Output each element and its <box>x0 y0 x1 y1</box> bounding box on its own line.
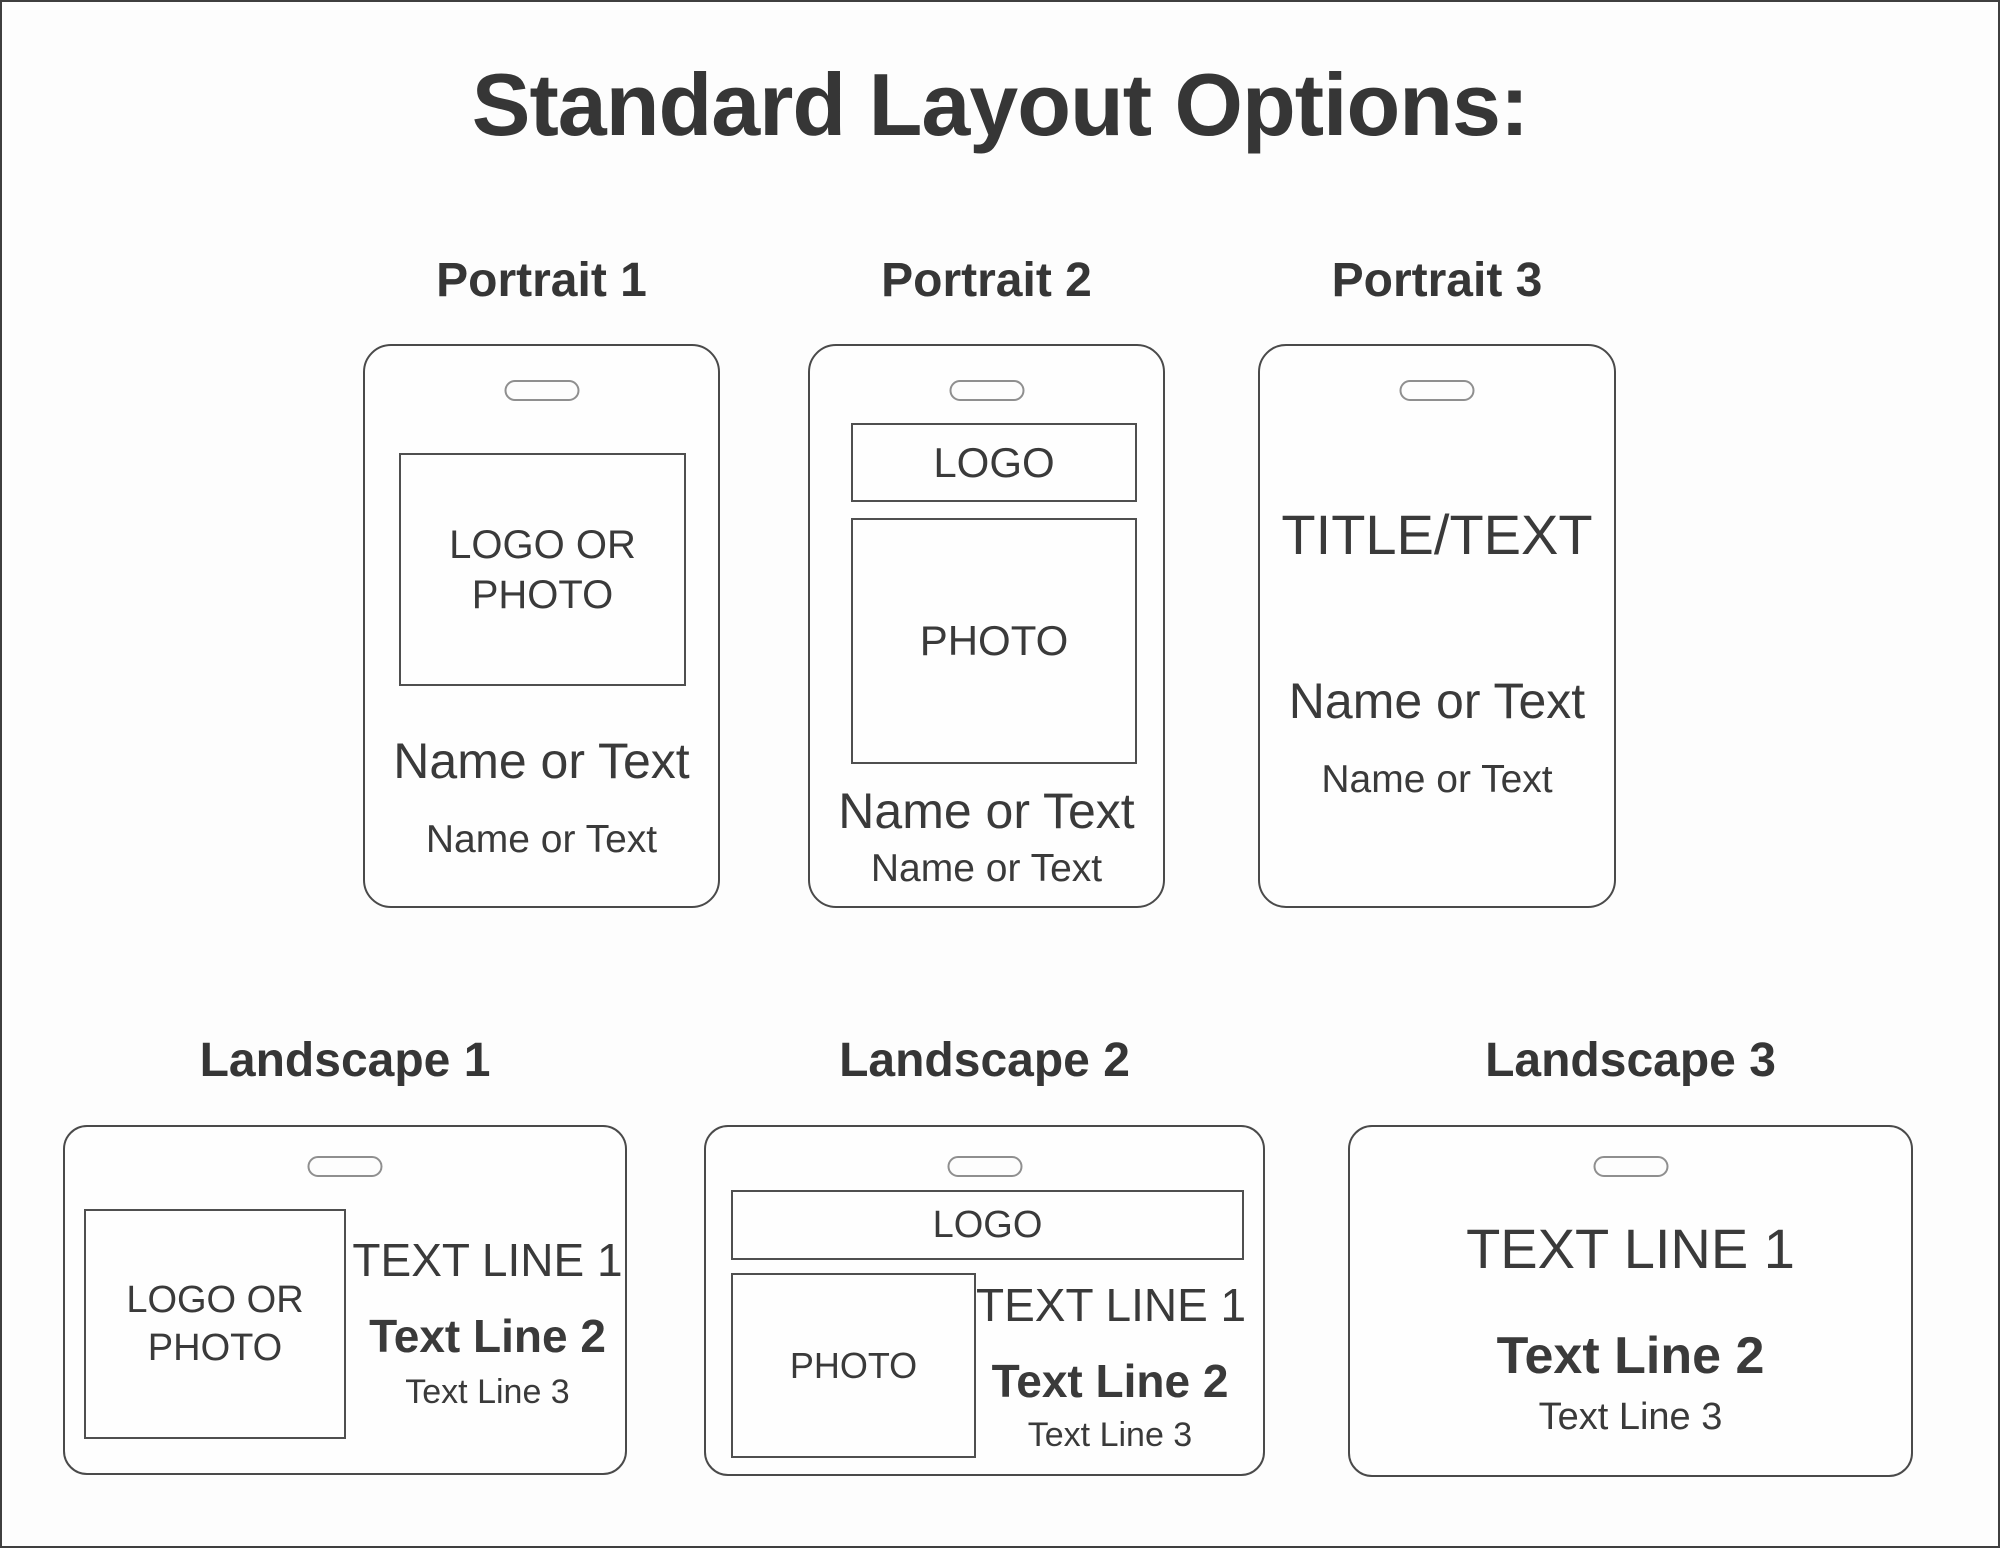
landscape-1-title: Landscape 1 <box>199 1034 491 1087</box>
text-line-3: Text Line 3 <box>1027 1416 1193 1454</box>
placeholder-label: PHOTO <box>147 1327 283 1369</box>
landscape-1-card: LOGO OR PHOTO TEXT LINE 1 Text Line 2 Te… <box>63 1125 627 1475</box>
text-line-2: Text Line 2 <box>1496 1327 1765 1385</box>
placeholder-label: LOGO <box>932 1203 1043 1246</box>
photo-placeholder: PHOTO <box>731 1273 976 1458</box>
text-line-1: TEXT LINE 1 <box>352 1234 623 1286</box>
landscape-3-card: TEXT LINE 1 Text Line 2 Text Line 3 <box>1348 1125 1913 1477</box>
badge-slot-hole <box>947 1156 1022 1177</box>
page-title: Standard Layout Options: <box>471 55 1529 154</box>
photo-placeholder: PHOTO <box>851 518 1137 764</box>
text-line-1: TEXT LINE 1 <box>976 1279 1247 1331</box>
placeholder-label: PHOTO <box>471 572 614 617</box>
badge-slot-hole <box>504 380 579 401</box>
name-text-small: Name or Text <box>425 818 658 861</box>
portrait-1-card: LOGO OR PHOTO Name or Text Name or Text <box>363 344 720 908</box>
portrait-3-title: Portrait 3 <box>1331 254 1543 307</box>
placeholder-label: PHOTO <box>919 617 1069 664</box>
name-text-large: Name or Text <box>838 783 1135 839</box>
name-text-small: Name or Text <box>1321 758 1553 801</box>
logo-placeholder: LOGO <box>851 423 1137 502</box>
badge-slot-hole <box>1399 380 1475 401</box>
text-line-3: Text Line 3 <box>405 1373 570 1411</box>
portrait-2-card: LOGO PHOTO Name or Text Name or Text <box>808 344 1165 908</box>
placeholder-label: LOGO <box>933 438 1055 486</box>
portrait-1-title: Portrait 1 <box>436 254 647 307</box>
name-text-large: Name or Text <box>393 733 690 789</box>
placeholder-label: LOGO OR <box>449 522 636 567</box>
logo-placeholder: LOGO <box>731 1190 1244 1260</box>
title-text-placeholder: TITLE/TEXT <box>1281 503 1593 566</box>
logo-or-photo-placeholder: LOGO OR PHOTO <box>84 1209 346 1439</box>
text-line-2: Text Line 2 <box>991 1355 1229 1407</box>
landscape-3-title: Landscape 3 <box>1485 1034 1776 1087</box>
portrait-3-card: TITLE/TEXT Name or Text Name or Text <box>1258 344 1616 908</box>
text-line-3: Text Line 3 <box>1538 1396 1723 1438</box>
portrait-2-title: Portrait 2 <box>881 254 1092 307</box>
badge-slot-hole <box>1593 1156 1668 1177</box>
text-line-2: Text Line 2 <box>369 1310 606 1362</box>
text-line-1: TEXT LINE 1 <box>1466 1217 1795 1280</box>
logo-or-photo-placeholder: LOGO OR PHOTO <box>399 453 686 686</box>
placeholder-label: LOGO OR <box>126 1279 304 1321</box>
placeholder-label: PHOTO <box>789 1344 918 1386</box>
name-text-small: Name or Text <box>870 847 1103 890</box>
landscape-2-card: LOGO PHOTO TEXT LINE 1 Text Line 2 Text … <box>704 1125 1265 1476</box>
badge-slot-hole <box>307 1156 383 1177</box>
name-text-large: Name or Text <box>1288 673 1586 729</box>
landscape-2-title: Landscape 2 <box>839 1034 1130 1087</box>
badge-slot-hole <box>949 380 1024 401</box>
